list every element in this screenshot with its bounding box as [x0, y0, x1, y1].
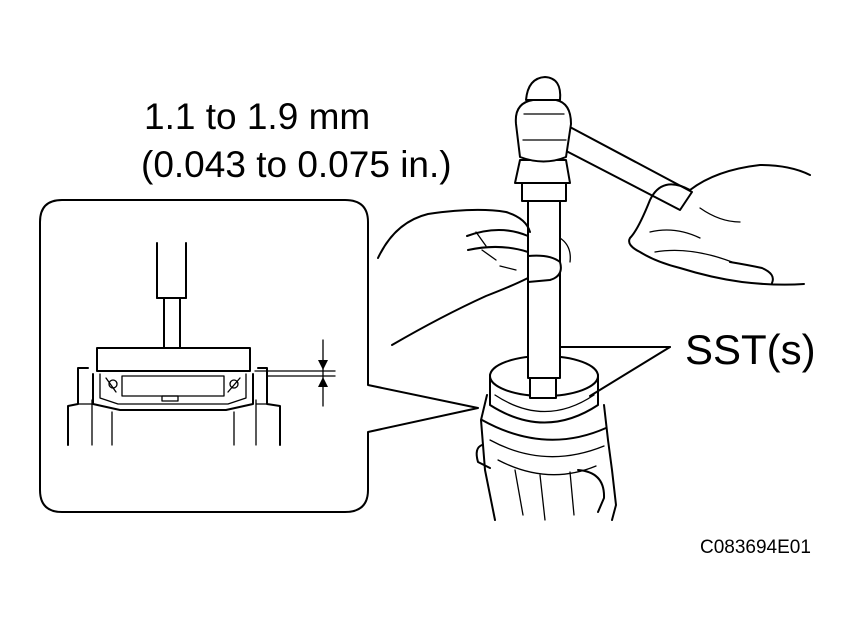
detail-callout — [39, 199, 479, 513]
left-hand — [377, 208, 571, 346]
hammer — [514, 76, 693, 211]
detail-housing — [67, 367, 281, 446]
clearance-in-label: (0.043 to 0.075 in.) — [141, 144, 452, 185]
detail-plunger — [96, 242, 251, 372]
right-hand — [628, 164, 811, 286]
steering-housing — [475, 394, 617, 521]
clearance-mm-label: 1.1 to 1.9 mm — [144, 96, 371, 137]
figure-code: C083694E01 — [700, 537, 811, 558]
sst-leader-lines — [559, 346, 671, 397]
detail-oil-seal — [92, 373, 254, 446]
sst-label: SST(s) — [685, 326, 816, 373]
sst-handle — [514, 159, 571, 399]
dimension-marker — [254, 339, 336, 407]
